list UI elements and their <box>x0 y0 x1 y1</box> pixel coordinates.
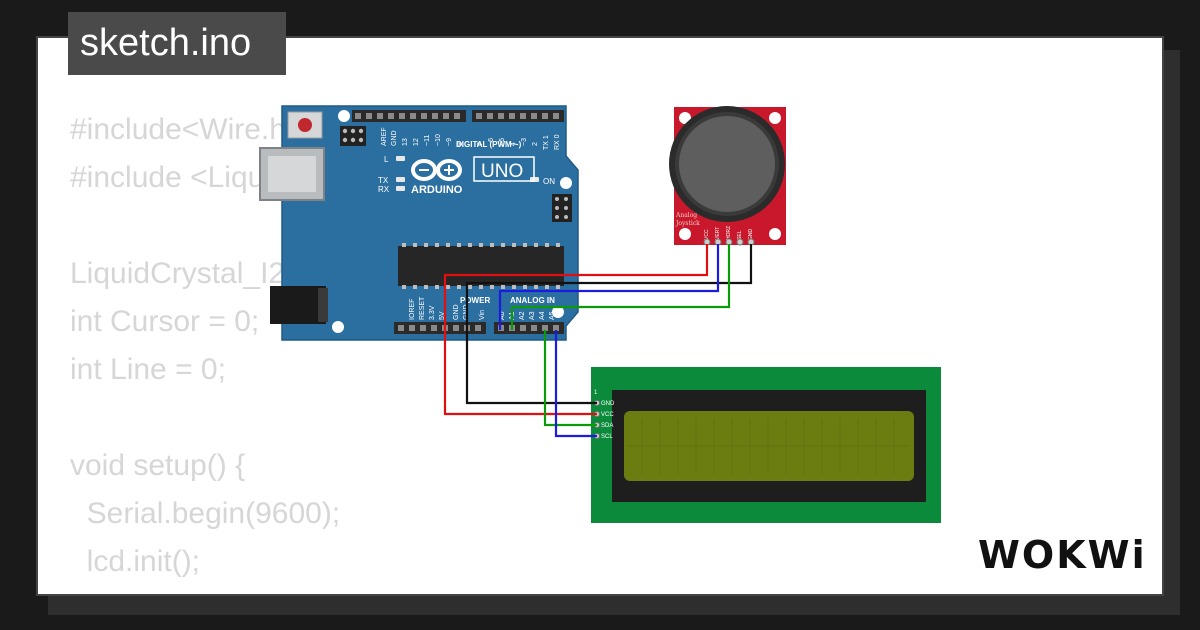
pin-label: 5V <box>439 311 446 320</box>
wires <box>443 244 753 438</box>
wokwi-logo: WOKWi <box>978 533 1147 577</box>
pin-label: 7 <box>477 142 484 146</box>
led-rx <box>396 186 405 191</box>
led-label-tx: TX <box>378 176 389 185</box>
pin-label: ~3 <box>521 138 528 146</box>
joystick-knob <box>675 112 779 216</box>
led-label-on: ON <box>543 177 555 186</box>
pin-label: GND <box>748 229 754 241</box>
pin-label: GND <box>453 304 460 320</box>
pin-label: A4 <box>539 311 546 320</box>
pin-label: IOREF <box>409 299 416 320</box>
pin-label: 8 <box>457 142 464 146</box>
pin-label: A3 <box>529 311 536 320</box>
joystick-label: Analog <box>675 212 697 219</box>
pin-label: SDA <box>601 423 613 429</box>
led-label-l: L <box>384 155 389 164</box>
pin-label: RX 0 <box>554 134 561 150</box>
pin-label: A5 <box>549 311 556 320</box>
arduino-uno-board[interactable]: AREF GND 13 12 ~11 ~10 ~9 8 7 ~6 ~5 4 ~3… <box>259 105 579 341</box>
pin-label: 13 <box>402 138 409 146</box>
code-line: void setup() { <box>70 449 246 482</box>
pin-label: SCL <box>601 434 613 440</box>
wire-red-lcd-vcc <box>443 330 597 416</box>
pin-label: GND <box>601 401 615 407</box>
uno-label: UNO <box>481 161 523 182</box>
wokwi-logo-text: WOKWi <box>978 533 1147 577</box>
wire-blue-lcd-scl <box>554 330 597 438</box>
analog-joystick-module[interactable]: Analog Joystick VCC VERT HORZ SEL GND <box>669 106 786 246</box>
digital-label: DIGITAL (PWM ~) <box>456 140 522 149</box>
wire-red-joystick-vcc <box>443 244 709 330</box>
code-line: int Cursor = 0; <box>70 305 260 338</box>
wire-green-lcd-sda <box>543 330 597 427</box>
microcontroller-chip <box>398 246 564 286</box>
analog-label: ANALOG IN <box>510 296 555 305</box>
pin-label: 3.3V <box>429 305 436 320</box>
code-line: #include<Wire.h> <box>70 113 304 146</box>
code-line: Serial.begin(9600); <box>70 497 341 530</box>
arduino-logo-icon <box>411 159 462 181</box>
code-line: lcd.init(); <box>70 545 201 578</box>
arduino-brand: ARDUINO <box>411 184 463 196</box>
pin-label: HORZ <box>726 226 732 240</box>
pin-label: ~10 <box>435 134 442 146</box>
power-jack <box>270 286 326 324</box>
pin-label: ~9 <box>446 138 453 146</box>
power-header <box>394 322 486 334</box>
code-line: int Line = 0; <box>70 353 226 386</box>
pin-label: GND <box>391 130 398 146</box>
pin-label: 2 <box>532 142 539 146</box>
pin-label: VCC <box>704 229 710 240</box>
wire-green-joystick-horz <box>510 244 731 330</box>
led-label-rx: RX <box>378 185 390 194</box>
code-line: lcd.backlight(); <box>70 586 530 594</box>
pin-label: TX 1 <box>543 135 550 150</box>
digital-header-right <box>472 110 564 122</box>
led-l <box>396 156 405 161</box>
pin-label: Vin <box>479 310 486 320</box>
pin-label: RESET <box>419 296 426 320</box>
file-title-tab[interactable]: sketch.ino <box>68 12 286 75</box>
pin-label: 4 <box>510 142 517 146</box>
wire-black-lcd-gnd <box>465 330 597 405</box>
wire-black-joystick-gnd <box>465 244 753 330</box>
pin-label: ~6 <box>488 138 495 146</box>
pin-label: ~5 <box>499 138 506 146</box>
pin-label: A2 <box>519 311 526 320</box>
power-label: POWER <box>460 296 490 305</box>
pin-label: ~11 <box>424 135 431 146</box>
pin-label: VCC <box>601 412 614 418</box>
lcd-1602-display[interactable]: 1 GND VCC SDA SCL <box>591 367 941 523</box>
pin-label: 12 <box>413 138 420 146</box>
pin-label: SEL <box>737 230 743 240</box>
pin-label: VERT <box>715 227 721 240</box>
pin-label: AREF <box>381 127 388 146</box>
wire-blue-joystick-vert <box>498 244 720 330</box>
pin-label: A0 <box>499 311 506 320</box>
led-tx <box>396 177 405 182</box>
joystick-label: Joystick <box>675 220 700 227</box>
lcd-pin1-label: 1 <box>594 390 598 396</box>
